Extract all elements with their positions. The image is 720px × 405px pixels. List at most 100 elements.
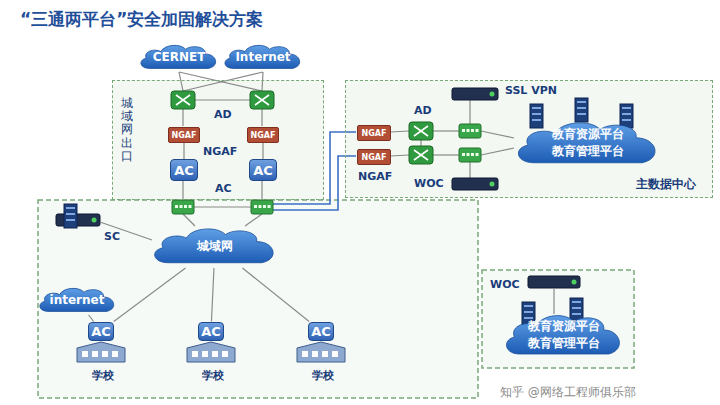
icon-part (471, 129, 474, 132)
device-label: AD (214, 108, 232, 121)
node-text: 教育资源平台 教育管理平台 (546, 126, 630, 160)
icon-part (532, 119, 541, 121)
icon-part (622, 119, 631, 121)
icon-part (462, 129, 465, 132)
icon-part (572, 313, 581, 315)
device-label: 学校 (202, 368, 224, 383)
router-icon (250, 91, 274, 109)
icon-part (92, 218, 97, 223)
link-line (183, 143, 184, 159)
icon-part (192, 351, 198, 357)
access-controller-box: AC (88, 322, 114, 341)
wire (273, 132, 356, 204)
node-text: NGAF (172, 131, 197, 140)
icon-part (263, 205, 266, 208)
school-icon (77, 342, 125, 362)
wire (261, 109, 262, 126)
zone-box: 主数据中心NGAFNGAF教育资源平台 教育管理平台 (345, 80, 713, 198)
icon-part (572, 307, 581, 309)
icon-part (467, 129, 470, 132)
icon-part (250, 91, 274, 109)
link-line (262, 143, 263, 159)
icon-part (172, 200, 194, 214)
icon-part (528, 276, 580, 288)
icon-part (622, 113, 631, 115)
icon-part (171, 91, 195, 109)
branch-region (482, 270, 634, 368)
icon-part (409, 122, 433, 140)
icon-part (184, 205, 187, 208)
icon-part (524, 305, 533, 307)
wire (481, 131, 514, 138)
icon-part (259, 205, 262, 208)
icon-part (202, 351, 208, 357)
node-text: AC (174, 163, 194, 178)
network-cloud: 教育资源平台 教育管理平台 (502, 310, 626, 360)
link-line (114, 268, 186, 322)
icon-part (82, 351, 88, 357)
appliance-icon (452, 178, 498, 190)
metro-region (38, 200, 478, 398)
wire (433, 154, 459, 155)
router-icon (171, 91, 195, 109)
cloud-outline (518, 123, 655, 163)
icon-part (620, 104, 633, 128)
router-icon (409, 122, 433, 140)
cloud-outline (155, 229, 273, 263)
switch-icon (459, 148, 481, 162)
network-cloud: 教育资源平台 教育管理平台 (513, 117, 663, 169)
wire (273, 156, 356, 210)
link-line (89, 315, 94, 322)
school-icon (297, 342, 345, 362)
icon-part (577, 101, 586, 103)
icon-part (452, 178, 498, 190)
appliance-icon (56, 214, 100, 226)
icon-part (255, 95, 269, 105)
network-cloud: Internet (222, 42, 304, 72)
access-controller-box: AC (249, 159, 277, 181)
icon-part (575, 98, 588, 122)
icon-part (459, 124, 481, 138)
icon-part (180, 205, 183, 208)
icon-part (524, 311, 533, 313)
wire (553, 288, 554, 314)
icon-part (64, 204, 77, 228)
region-ground (345, 80, 713, 198)
appliance-icon (528, 276, 580, 288)
icon-part (490, 182, 495, 187)
icon-part (254, 205, 257, 208)
cloud-shape (513, 117, 663, 169)
node-text: AC (201, 324, 221, 339)
icon-part (312, 351, 318, 357)
wire (183, 72, 263, 91)
icon-part (112, 351, 118, 357)
firewall-box: NGAF (168, 127, 200, 143)
icon-part (490, 92, 495, 97)
wire (261, 180, 262, 200)
icon-part (297, 342, 345, 362)
access-controller-box: AC (170, 159, 198, 181)
wire (481, 148, 514, 155)
device-label: WOC (414, 177, 444, 190)
server-icon (530, 104, 543, 128)
icon-part (92, 351, 98, 357)
cloud-outline (141, 45, 216, 68)
wire (182, 180, 183, 200)
wire (469, 162, 470, 178)
icon-part (414, 126, 428, 136)
network-cloud: CERNET (138, 42, 220, 72)
icon-part (66, 219, 75, 221)
node-text: 城域网 (197, 238, 233, 255)
network-cloud: internet (37, 285, 118, 315)
device-label: NGAF (203, 145, 237, 158)
wire (433, 130, 459, 131)
icon-part (471, 153, 474, 156)
icon-part (302, 351, 308, 357)
icon-part (524, 317, 533, 319)
icon-part (414, 150, 428, 160)
access-controller-box: AC (308, 322, 334, 341)
cloud-outline (225, 45, 300, 68)
icon-part (102, 351, 108, 357)
icon-part (176, 95, 190, 105)
icon-part (622, 107, 631, 109)
